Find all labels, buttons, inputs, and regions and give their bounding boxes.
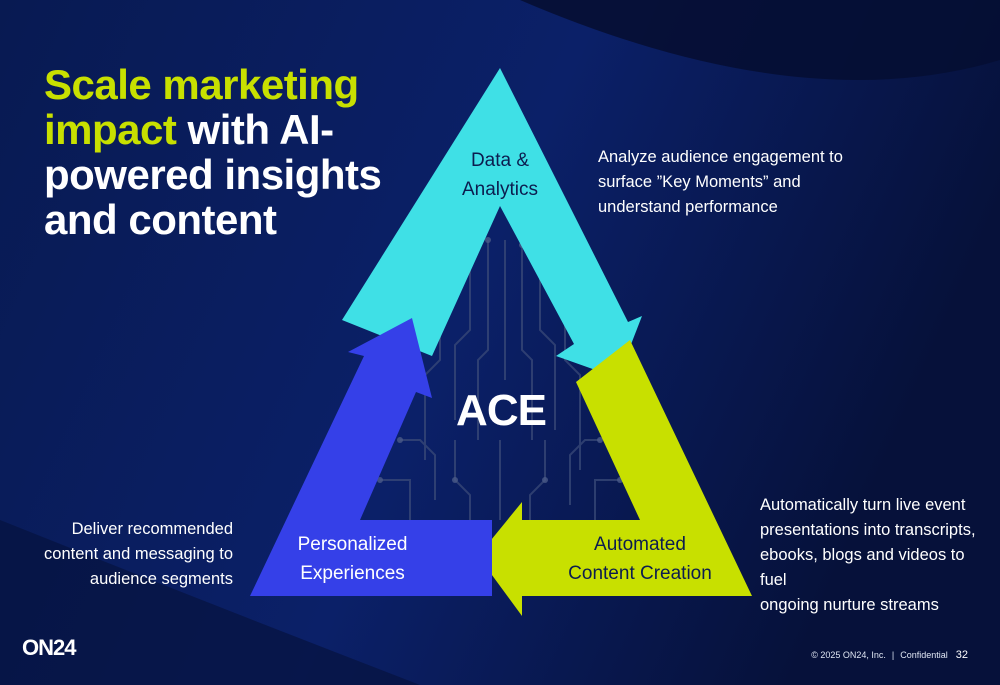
description-line: content and messaging to xyxy=(44,545,233,563)
node-label-line: Personalized xyxy=(297,534,408,555)
node-label-line: Content Creation xyxy=(568,563,712,584)
description-line: Deliver recommended xyxy=(71,520,233,538)
on24-logo: ON24 xyxy=(22,635,76,660)
page-number: 32 xyxy=(955,649,968,661)
description-data-analytics: Analyze audience engagement to surface ”… xyxy=(598,145,858,220)
arrow-content-creation xyxy=(478,340,752,616)
confidential-label: Confidential xyxy=(900,650,948,660)
description-personalized: Deliver recommended content and messagin… xyxy=(40,517,233,592)
circuit-pattern xyxy=(380,240,620,520)
page-title: Scale marketing impact with AI-powered i… xyxy=(44,62,404,242)
center-label: ACE xyxy=(456,386,547,435)
description-line: audience segments xyxy=(89,570,233,588)
copyright-text: © 2025 ON24, Inc. xyxy=(811,650,886,660)
description-line: ongoing nurture streams xyxy=(760,596,939,614)
title-rest: with AI-powered insights and content xyxy=(44,106,382,243)
arrow-data-analytics xyxy=(342,68,642,378)
node-label-line: Data & xyxy=(470,150,530,171)
title-highlight: Scale marketing impact xyxy=(44,61,359,153)
node-label-data-analytics: Data & Analytics xyxy=(440,146,560,204)
node-label-personalized: Personalized Experiences xyxy=(270,530,435,588)
arrow-personalized xyxy=(250,318,492,596)
description-line: ebooks, blogs and videos to fuel xyxy=(760,546,965,589)
node-label-line: Experiences xyxy=(300,563,405,584)
description-content-creation: Automatically turn live event presentati… xyxy=(760,493,995,618)
node-label-line: Automated xyxy=(594,534,686,555)
description-line: understand performance xyxy=(598,198,778,216)
description-line: Analyze audience engagement to xyxy=(598,148,843,166)
footer-separator: | xyxy=(891,650,895,660)
description-line: surface ”Key Moments” and xyxy=(598,173,801,191)
node-label-content-creation: Automated Content Creation xyxy=(545,530,735,588)
node-label-line: Analytics xyxy=(461,179,539,200)
footer: © 2025 ON24, Inc. | Confidential 32 xyxy=(811,649,968,661)
description-line: presentations into transcripts, xyxy=(760,521,976,539)
description-line: Automatically turn live event xyxy=(760,496,966,514)
